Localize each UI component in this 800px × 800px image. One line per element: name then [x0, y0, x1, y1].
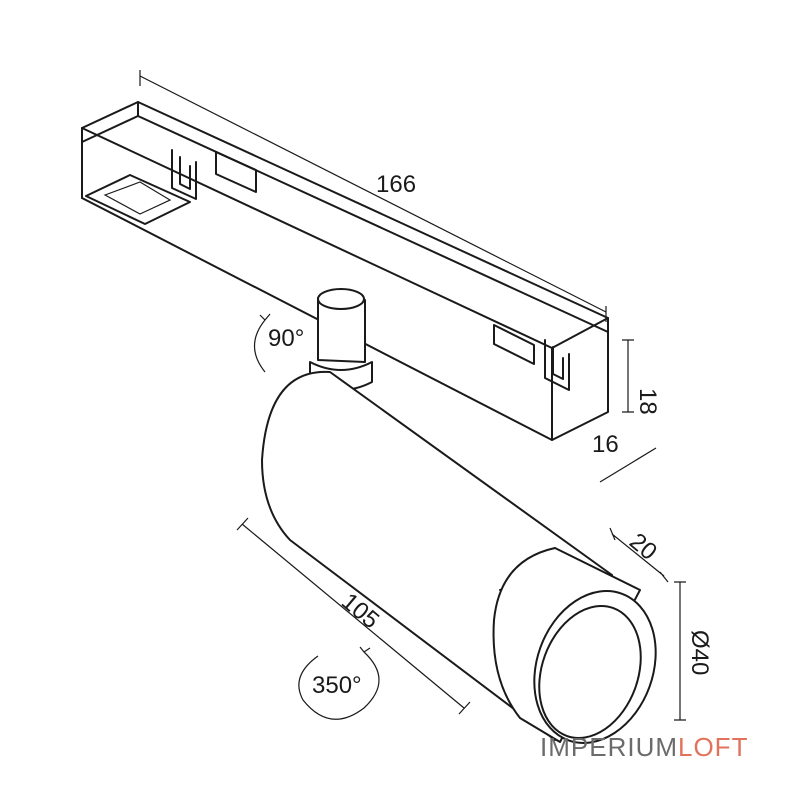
- dim-track-depth: 16: [592, 431, 619, 458]
- brand-logo: IMPERIUMLOFT: [540, 732, 748, 763]
- dim-head-diameter: Ø40: [686, 630, 713, 675]
- brand-part2: LOFT: [678, 732, 749, 762]
- dim-rotation-angle: 350°: [312, 672, 362, 699]
- spot-body: [261, 370, 657, 744]
- dim-head-length: 20: [624, 528, 662, 566]
- dim-tilt-angle: 90°: [268, 325, 304, 352]
- dim-track-length: 166: [376, 171, 416, 198]
- track-body: [81, 101, 609, 441]
- dimension-lines: [139, 70, 686, 721]
- dim-track-height: 18: [634, 388, 661, 415]
- brand-part1: IMPERIUM: [540, 732, 678, 762]
